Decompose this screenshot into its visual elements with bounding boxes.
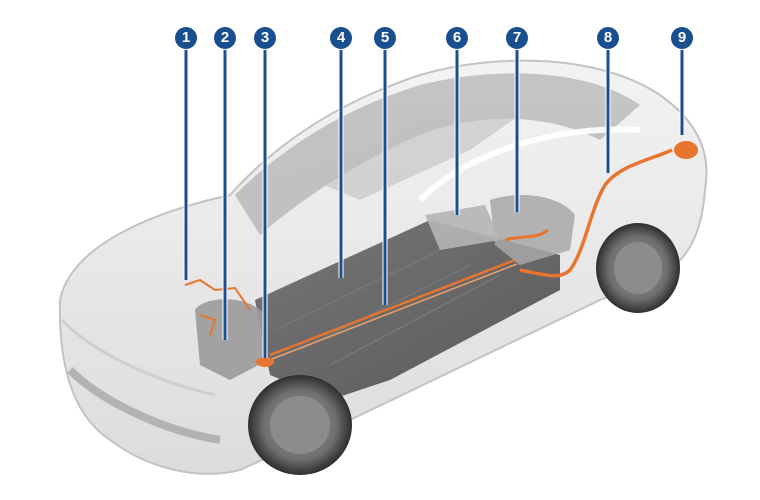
leader-line-8 [605, 48, 611, 173]
leader-line-2 [222, 48, 228, 340]
rear-pcs [425, 205, 500, 250]
battery-pack [255, 220, 560, 400]
hv-cable-floor [269, 258, 516, 357]
leader-line-4 [338, 48, 344, 278]
leader-line-9 [679, 48, 685, 135]
callout-1: 1 [175, 27, 197, 49]
charge-port [674, 141, 698, 159]
callout-6: 6 [446, 27, 468, 49]
callout-3: 3 [254, 27, 276, 49]
leader-line-7 [514, 48, 520, 212]
callout-4: 4 [330, 27, 352, 49]
leader-line-6 [454, 48, 460, 215]
hv-cable-rear [519, 148, 673, 278]
callout-8: 8 [597, 27, 619, 49]
callout-2: 2 [214, 27, 236, 49]
leader-line-3 [262, 48, 268, 358]
rear-drive-unit [490, 195, 575, 265]
callout-9: 9 [671, 27, 693, 49]
hv-harness-front [184, 278, 251, 336]
callout-5: 5 [374, 27, 396, 49]
callout-7: 7 [506, 27, 528, 49]
leader-line-5 [382, 48, 388, 305]
leader-line-1 [183, 48, 189, 280]
glass-roof [235, 73, 640, 235]
